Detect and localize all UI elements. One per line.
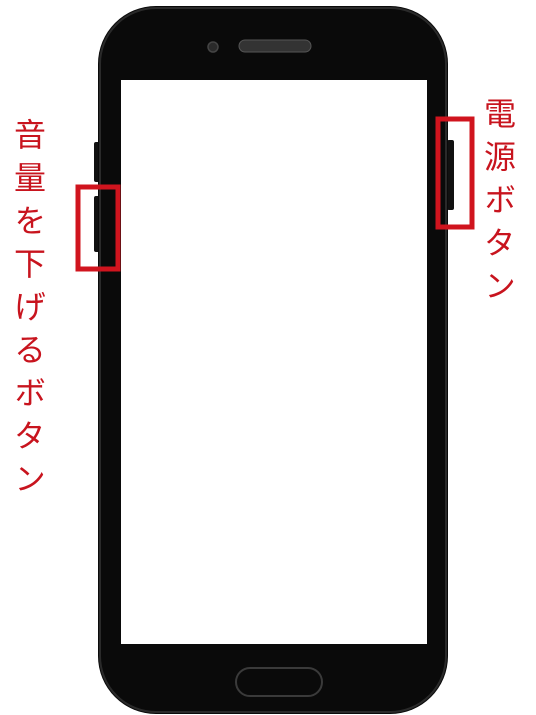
power-button (447, 140, 454, 210)
volume-down-highlight (75, 184, 121, 272)
volume-down-label: 音量を下げるボタン (9, 118, 47, 505)
front-camera-icon (207, 41, 219, 53)
phone-screen (121, 80, 427, 644)
power-highlight (435, 116, 475, 230)
earpiece-speaker-icon (238, 39, 312, 53)
phone-bezel-edge (99, 7, 447, 713)
power-label: 電源ボタン (479, 97, 517, 312)
home-button-icon (235, 667, 323, 697)
